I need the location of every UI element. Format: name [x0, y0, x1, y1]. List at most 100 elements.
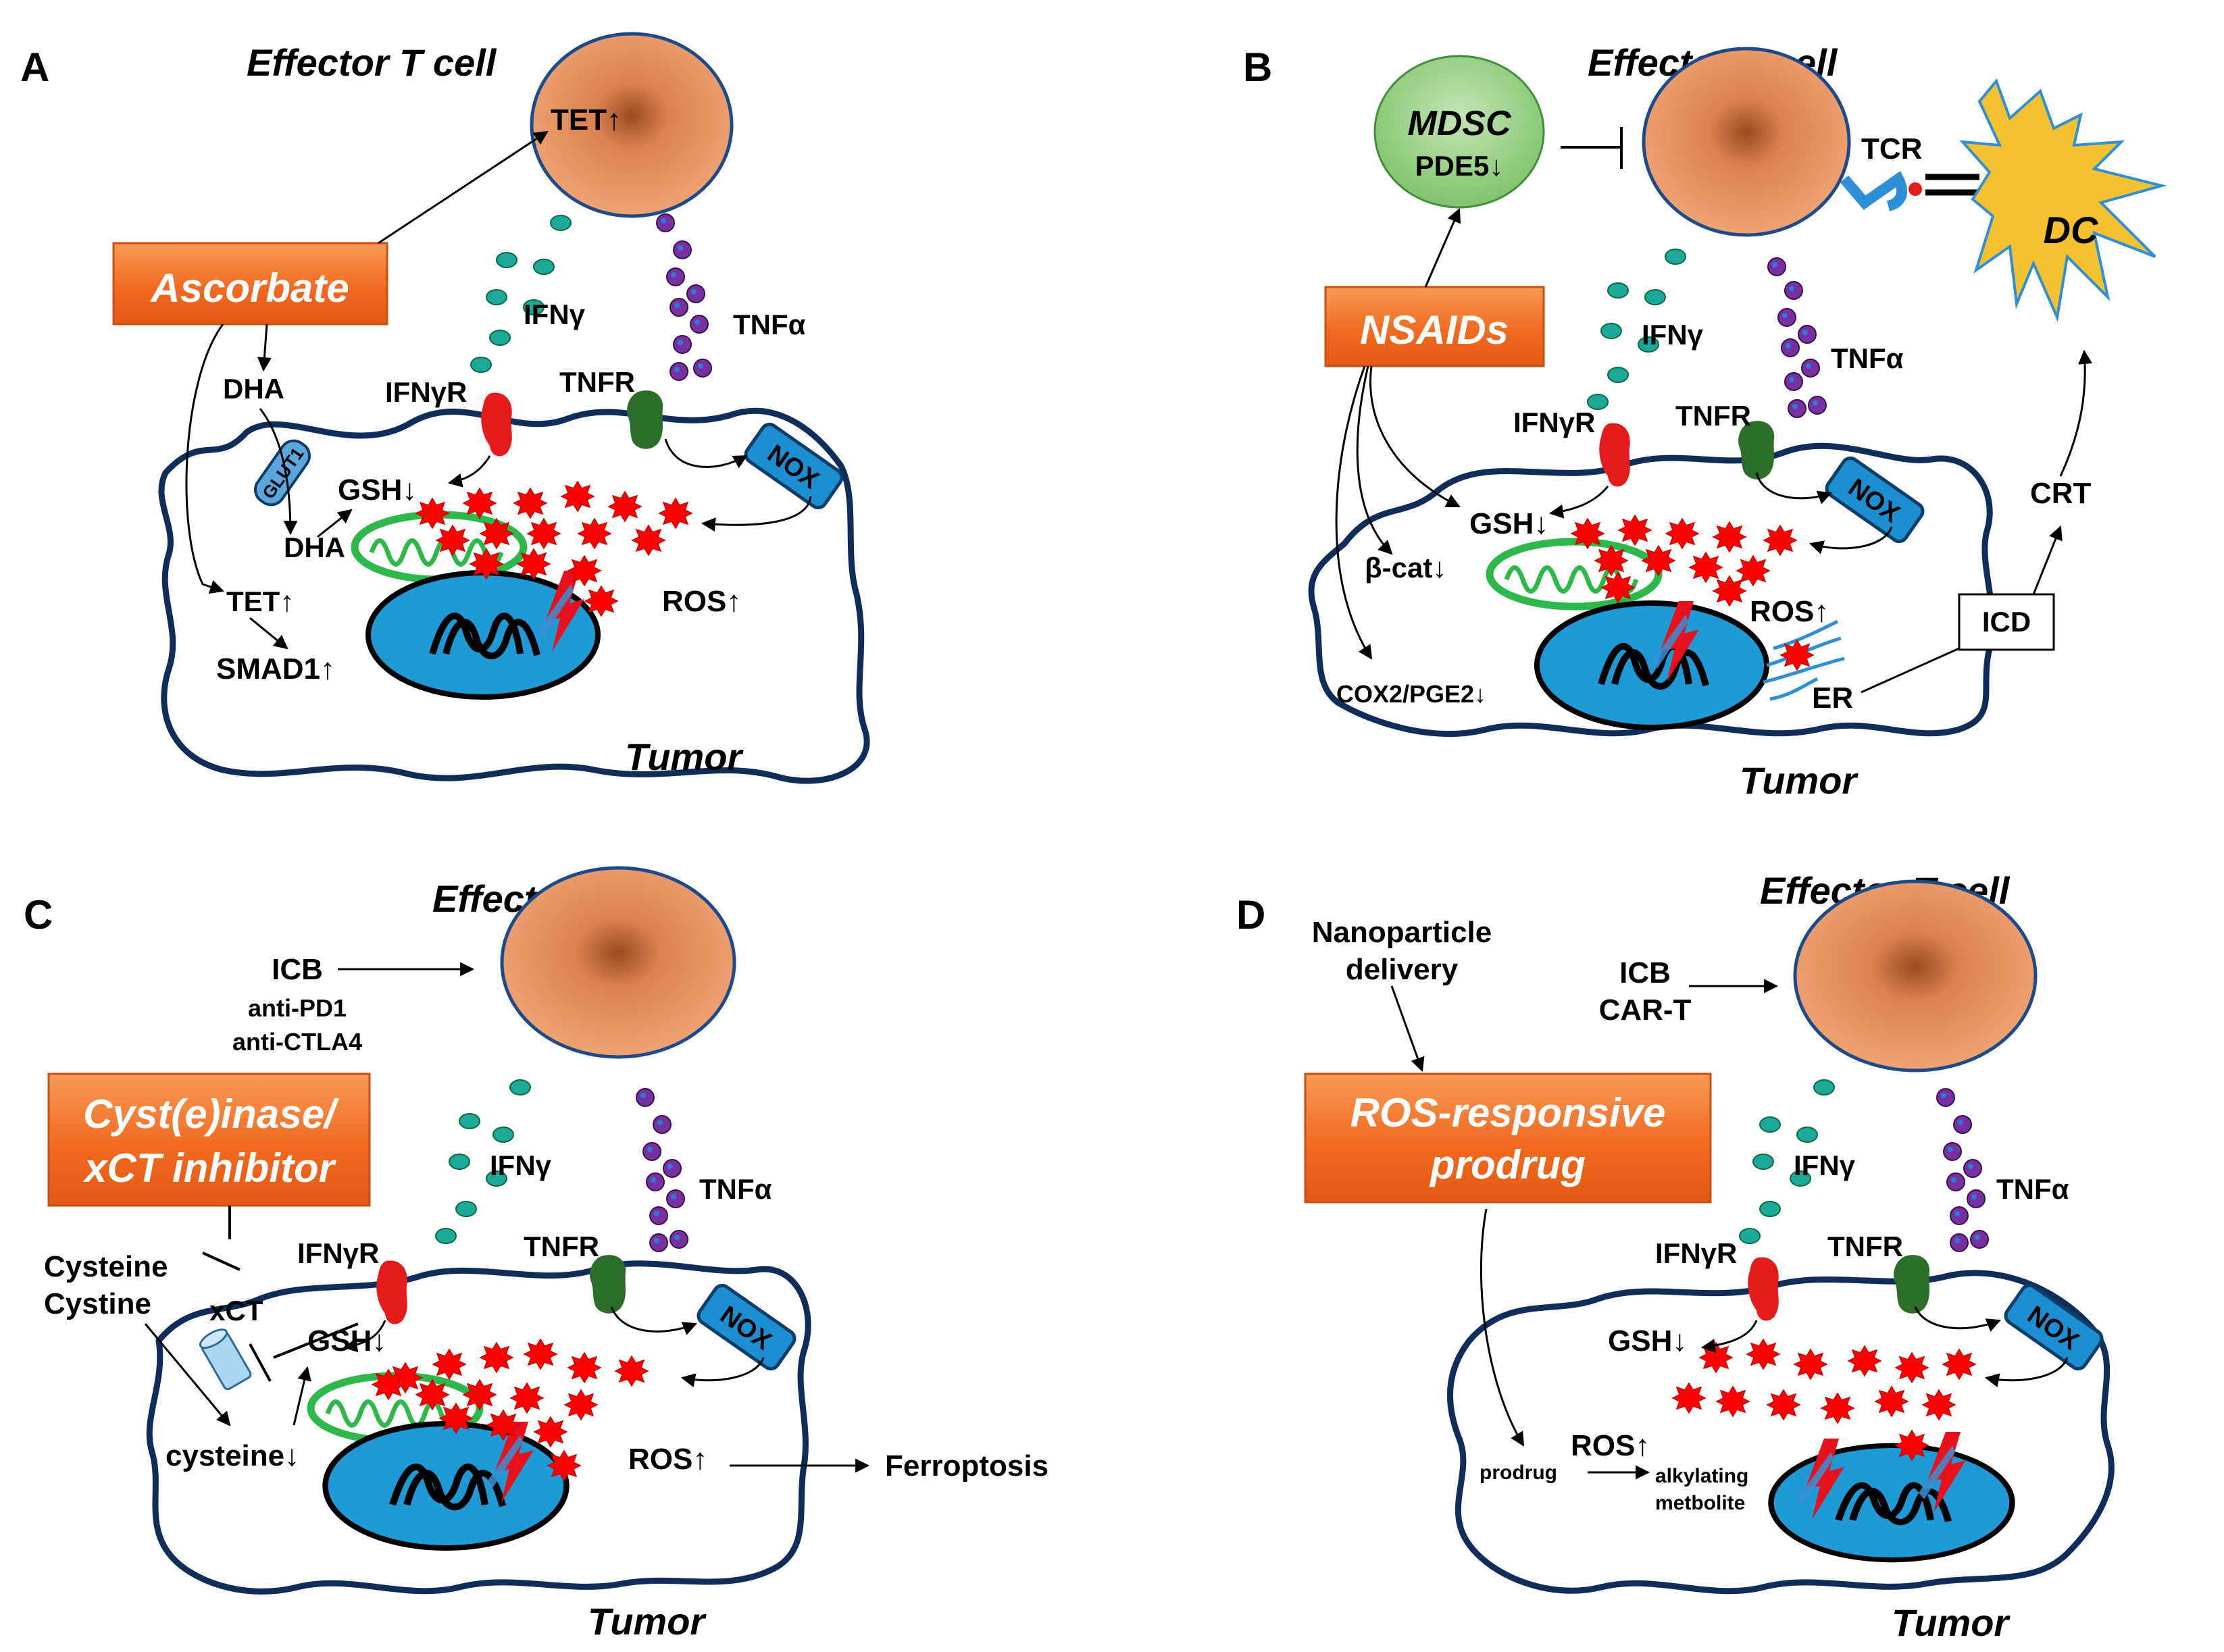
- panel-c-tnfr-receptor: [590, 1255, 626, 1314]
- panel-a-dha1: DHA: [223, 373, 284, 405]
- panel-b-nsaids-label: NSAIDs: [1360, 307, 1509, 353]
- panel-d-ifngr-receptor: [1748, 1257, 1779, 1321]
- panel-a-ascorbate-box: Ascorbate: [112, 242, 388, 326]
- panel-d-tnfa-label: TNFα: [1996, 1173, 2069, 1205]
- panel-c-cystine: Cystine: [44, 1287, 151, 1320]
- panel-d-ifng-label: IFNγ: [1794, 1150, 1856, 1181]
- panel-d-tnfr-label: TNFR: [1827, 1231, 1903, 1262]
- panel-a-tet-tcell: TET↑: [551, 103, 622, 136]
- panel-d-nucleus: [1771, 1445, 2013, 1559]
- panel-d-prodrug-box: ROS-responsive prodrug: [1304, 1073, 1712, 1204]
- panel-c-ifng-label: IFNγ: [490, 1150, 552, 1181]
- panel-a-effector-label: Effector T cell: [247, 41, 497, 84]
- panel-b-tumor-label: Tumor: [1740, 759, 1859, 802]
- panel-a-ifng-label: IFNγ: [524, 299, 586, 330]
- panel-a-t-cell: [530, 32, 734, 218]
- panel-a-ifngr-label: IFNγR: [385, 376, 467, 408]
- panel-d-arrows: [1390, 979, 2069, 1480]
- panel-b-ifngr-receptor: [1599, 423, 1630, 487]
- panel-c-ros: ROS↑: [628, 1443, 707, 1476]
- panel-b-mitochondrion: [1490, 542, 1659, 606]
- panel-d-letter: D: [1236, 892, 1265, 937]
- panel-d-icb: ICB: [1619, 956, 1671, 989]
- panel-c-anti-pd1: anti-PD1: [248, 994, 347, 1022]
- panel-c-cysteinase-box: Cyst(e)inase/ xCT inhibitor: [47, 1073, 371, 1207]
- panel-b-ifngr-label: IFNγR: [1513, 407, 1595, 438]
- panel-b-mdsc-inhibition: [1561, 127, 1623, 169]
- panel-d-tnfa-particles: [1936, 1088, 1989, 1252]
- panel-d-cart: CAR-T: [1599, 993, 1692, 1027]
- panel-b-arrows: [1335, 208, 2093, 694]
- panel-b-tcr-label: TCR: [1861, 132, 1922, 165]
- panel-c-tumor-label: Tumor: [588, 1600, 707, 1643]
- panel-b-pde5-label: PDE5↓: [1415, 150, 1504, 182]
- panel-d-alkylating: alkylating: [1655, 1465, 1748, 1487]
- panel-b-nox-enzyme: NOX: [1825, 456, 1925, 544]
- panel-c-nucleus: [326, 1424, 567, 1548]
- panel-a-ascorbate-label: Ascorbate: [149, 265, 349, 311]
- panel-c-arrows: [144, 962, 870, 1473]
- panel-c-ifngr-receptor: [376, 1260, 407, 1324]
- panel-c-ferroptosis: Ferroptosis: [885, 1449, 1048, 1482]
- panel-d-drug-line2: prodrug: [1429, 1142, 1586, 1187]
- panel-d-tumor-label: Tumor: [1892, 1601, 2011, 1644]
- panel-c-ifngr-label: IFNγR: [297, 1237, 379, 1269]
- panel-d-ifngr-label: IFNγR: [1655, 1237, 1737, 1269]
- panel-a-dha2: DHA: [284, 532, 345, 563]
- panel-c-drug-line1: Cyst(e)inase/: [83, 1091, 339, 1137]
- panel-b-letter: B: [1243, 45, 1272, 90]
- panel-d-ros: ROS↑: [1571, 1429, 1650, 1462]
- panel-b-nsaids-box: NSAIDs: [1324, 286, 1545, 367]
- panel-b-tnfa-label: TNFα: [1831, 342, 1904, 374]
- panel-a-tnfa-particles: [656, 213, 712, 381]
- panel-c-icb: ICB: [272, 953, 323, 986]
- panel-b-crt-label: CRT: [2030, 477, 2092, 510]
- panel-b-t-cell: [1642, 47, 1851, 237]
- panel-c-anti-ctla4: anti-CTLA4: [232, 1028, 362, 1056]
- panel-b-dc-label: DC: [2044, 209, 2099, 251]
- panel-c-t-cell: [500, 866, 736, 1059]
- panel-c-cysteine: Cysteine: [44, 1250, 168, 1283]
- panel-c-tnfr-label: TNFR: [524, 1231, 599, 1262]
- panel-a-letter: A: [20, 45, 49, 90]
- panel-c-tumor-membrane: [146, 1260, 811, 1595]
- panel-b-tnfa-particles: [1767, 257, 1827, 418]
- panel-c-tnfa-label: TNFα: [699, 1173, 772, 1205]
- svg-text:ICD: ICD: [1982, 606, 2031, 638]
- panel-b-ifng-label: IFNγ: [1642, 319, 1704, 351]
- panel-b: B Effector T cell MDSC PDE5↓ TCR DC Tumo…: [1243, 41, 2167, 802]
- panel-b-dendritic-cell: [1959, 78, 2167, 322]
- panel-b-tcr-complex: [1840, 171, 1979, 211]
- panel-a-ros: ROS↑: [662, 585, 741, 618]
- panel-b-ros: ROS↑: [1750, 595, 1829, 628]
- panel-a-glut1-transporter: GLUT1: [254, 439, 311, 507]
- panel-b-nucleus: [1537, 603, 1767, 727]
- panel-c-tnfa-particles: [636, 1088, 688, 1252]
- panel-d-tnfr-receptor: [1894, 1255, 1930, 1314]
- panel-a-smad1: SMAD1↑: [216, 652, 335, 686]
- panel-a: A Effector T cell TET↑ Tumor IFNγ TNFα I…: [20, 32, 870, 784]
- panel-a-tnfa-label: TNFα: [733, 309, 806, 340]
- panel-a-arrows: [185, 130, 812, 650]
- panel-a-ifng-particles: [470, 215, 572, 373]
- panel-a-tnfr-receptor: [627, 390, 663, 449]
- panel-d-prodrug-small: prodrug: [1480, 1462, 1557, 1484]
- panel-d-nano1: Nanoparticle: [1312, 916, 1492, 949]
- panel-a-tumor-membrane: [158, 407, 870, 784]
- panel-d-t-cell: [1793, 879, 2038, 1073]
- panel-d-metbolite: metbolite: [1655, 1492, 1745, 1514]
- panel-b-tnfr-label: TNFR: [1675, 400, 1751, 432]
- panel-a-tnfr-label: TNFR: [559, 366, 635, 398]
- panel-b-mdsc-cell: [1373, 55, 1545, 209]
- panel-d-nano2: delivery: [1346, 953, 1459, 986]
- panel-c-xct-transporter: [199, 1328, 252, 1391]
- panel-c-nox-enzyme: NOX: [697, 1283, 797, 1371]
- panel-b-cox: COX2/PGE2↓: [1336, 680, 1486, 708]
- panel-b-gsh: GSH↓: [1469, 507, 1548, 540]
- panel-b-er-label: ER: [1812, 681, 1853, 715]
- panel-c-drug-line2: xCT inhibitor: [82, 1145, 337, 1191]
- panel-b-icd-box: ICD: [1958, 593, 2055, 651]
- panel-b-er: [1763, 619, 1845, 701]
- panel-d-drug-line1: ROS-responsive: [1350, 1090, 1666, 1135]
